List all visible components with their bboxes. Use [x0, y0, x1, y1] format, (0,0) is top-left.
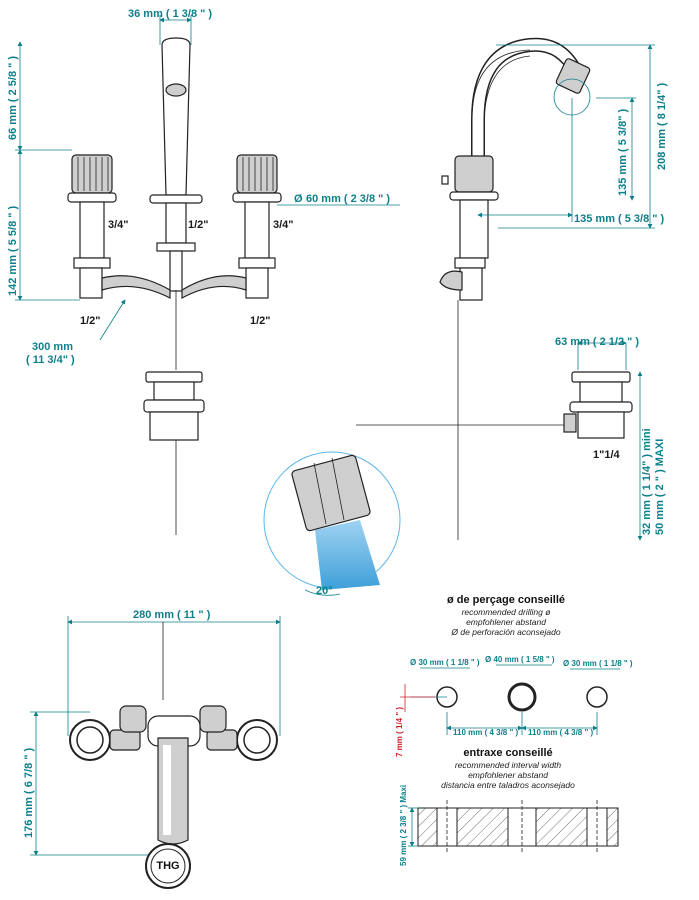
spout-aerator	[165, 83, 187, 97]
thread-right-label: 3/4"	[273, 219, 294, 231]
hose-length-in: ( 11 3/4" )	[26, 354, 75, 366]
front-waste	[143, 371, 205, 535]
spout-connector	[169, 250, 183, 292]
hose-length-mm: 300 mm	[32, 341, 73, 353]
top-height-dimension: 66 mm ( 2 5/8 " )	[7, 56, 19, 140]
diameter-symbol: Ø	[294, 193, 303, 205]
left-valve	[67, 154, 117, 299]
drilling-sub-de: empfohlener abstand	[466, 617, 546, 627]
thread-center-label: 1/2"	[188, 219, 209, 231]
interval-sub-de: empfohlener abstand	[468, 770, 548, 780]
waste-detail: 63 mm ( 2 1/2 " ) 1"1/4 32 mm ( 1 1/4" )…	[555, 336, 666, 541]
waste-diameter-dimension: 63 mm ( 2 1/2 " )	[555, 336, 639, 348]
side-view: 208 mm ( 8 1/4" ) 135 mm ( 5 3/8" ) 135 …	[356, 37, 668, 540]
drill-hole-right	[586, 686, 608, 708]
top-right-connector	[199, 705, 227, 733]
top-left-connector	[119, 705, 147, 733]
reach-dimension: 135 mm ( 5 3/8 " )	[574, 213, 665, 225]
interval-sub-es: distancia entre taladros aconsejado	[441, 780, 575, 790]
interval-title: entraxe conseillé	[463, 747, 552, 759]
drilling-sub-es: Ø de perforación aconsejado	[450, 627, 560, 637]
side-handle	[454, 155, 494, 193]
body-height-dimension: 142 mm ( 5 5/8 " )	[7, 205, 19, 296]
top-view: 280 mm ( 11 " ) 176 mm ( 6 7/8 " ) THG	[23, 609, 281, 889]
drill-hole-center	[507, 682, 537, 712]
spacing-right-dimension: 110 mm ( 4 3/8 " )	[528, 728, 593, 737]
drilling-title: ø de perçage conseillé	[447, 594, 565, 606]
interval-section: entraxe conseillé recommended interval w…	[399, 747, 619, 866]
top-spout	[157, 737, 189, 845]
top-depth-dimension: 176 mm ( 6 7/8 " )	[23, 747, 35, 838]
total-height-dimension: 208 mm ( 8 1/4" )	[656, 83, 668, 170]
spout-nut	[156, 242, 196, 252]
side-aerator	[555, 58, 591, 94]
hole-right-dimension: Ø 30 mm ( 1 1/8 " )	[563, 659, 633, 668]
waste-thread-label: 1"1/4	[593, 449, 621, 461]
flange-diameter-dimension: 60 mm ( 2 3/8 " )	[306, 193, 390, 205]
hole-left-dimension: Ø 30 mm ( 1 1/8 " )	[410, 658, 480, 667]
logo-text: THG	[156, 860, 179, 872]
deck-thickness-dimension: 59 mm ( 2 3/8 " ) Maxi	[399, 785, 408, 866]
spray-angle-label: 20°	[316, 585, 333, 597]
outlet-left-label: 1/2"	[80, 315, 101, 327]
waste-thickness-max: 50 mm ( 2 " ) MAXI	[654, 439, 666, 535]
spacing-left-dimension: 110 mm ( 4 3/8 " )	[453, 728, 518, 737]
thread-left-label: 3/4"	[108, 219, 129, 231]
interval-sub-en: recommended interval width	[455, 760, 562, 770]
front-spout	[161, 37, 191, 196]
spout-base-flange	[149, 194, 203, 204]
water-stream	[315, 520, 380, 590]
waste-thickness-min: 32 mm ( 1 1/4" ) mini	[641, 428, 653, 535]
spray-angle-detail: 20°	[263, 451, 401, 597]
top-width-dimension: 280 mm ( 11 " )	[133, 609, 211, 621]
outlet-right-label: 1/2"	[250, 315, 271, 327]
outlet-height-dimension: 135 mm ( 5 3/8" )	[617, 109, 629, 196]
left-hose	[101, 275, 171, 299]
right-valve	[232, 154, 282, 299]
hole-center-dimension: Ø 40 mm ( 1 5/8 " )	[485, 655, 555, 664]
drilling-section: ø de perçage conseillé recommended drill…	[395, 594, 633, 757]
drilling-sub-en: recommended drilling ø	[462, 607, 551, 617]
spout-width-dimension: 36 mm ( 1 3/8 " )	[128, 8, 212, 20]
right-hose	[181, 275, 247, 300]
front-view: 36 mm ( 1 3/8 " )	[7, 8, 400, 535]
drill-offset-dimension: 7 mm ( 1/4 " )	[395, 707, 404, 757]
spout-shank	[165, 202, 187, 244]
